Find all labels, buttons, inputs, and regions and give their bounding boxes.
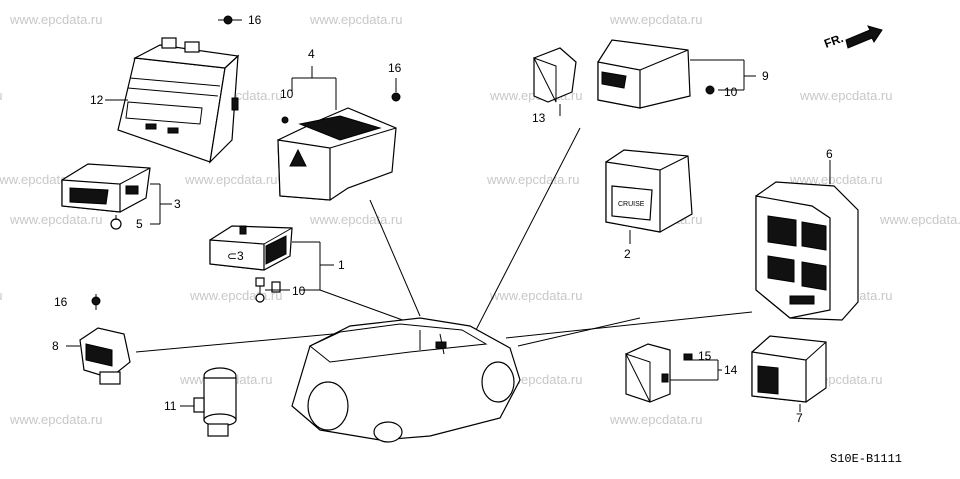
part-number: 9: [762, 69, 769, 83]
leader-lines: [475, 127, 753, 339]
part-9-switch: [597, 39, 756, 109]
part-6-window-switch: [755, 160, 859, 321]
direction-label: FR.: [822, 31, 845, 51]
watermark: www.epcdata.ru: [9, 412, 103, 427]
part-10-clips-group: [255, 277, 290, 303]
part-number: 13: [532, 111, 546, 125]
part-number: 8: [52, 339, 59, 353]
part-number: 16: [388, 61, 402, 75]
watermark: www.epcdata.ru: [184, 172, 278, 187]
watermark: www.epcdata.ru: [609, 12, 703, 27]
part-number: 2: [624, 247, 631, 261]
part-7-switch: [751, 335, 827, 412]
watermark: www.epcdata.ru: [879, 212, 960, 227]
part-number: 16: [248, 13, 262, 27]
part-3-switch: [61, 163, 172, 230]
part-4-hazard-switch: [277, 66, 421, 317]
watermark-layer: www.epcdata.ru www.epcdata.ru www.epcdat…: [0, 12, 960, 427]
part-12-switch-housing: [105, 37, 240, 164]
front-direction-icon: FR.: [822, 25, 883, 51]
watermark: www.epcdata.ru: [609, 412, 703, 427]
part-number: 10: [280, 87, 294, 101]
part-number: 7: [796, 411, 803, 425]
vehicle-outline: [291, 317, 521, 443]
part-number: 15: [698, 349, 712, 363]
part-number: 5: [136, 217, 143, 231]
part-number: 11: [164, 399, 177, 413]
watermark: www.epcdata.ru: [0, 88, 3, 103]
part-number: 10: [292, 284, 306, 298]
watermark: www.epcdata.ru: [9, 212, 103, 227]
part-number: 14: [724, 363, 738, 377]
part-number: 10: [724, 85, 738, 99]
screw-icon: [91, 294, 101, 310]
part-number: 16: [54, 295, 68, 309]
part-number: 4: [308, 47, 315, 61]
part-2-switch: CRUISE: [605, 149, 693, 244]
part-number: 3: [174, 197, 181, 211]
diagram-code: S10E-B1111: [830, 452, 902, 466]
part-1-symbol: ⊂3: [227, 249, 244, 263]
watermark: www.epcdata.ru: [0, 288, 3, 303]
part-numbers: 16 4 16 10 12 3 5 1 10 16 8 11 13 9 10 2…: [52, 13, 833, 425]
screw-icon: [218, 15, 242, 25]
part-1-switch: ⊂3: [209, 225, 409, 323]
part-number: 12: [90, 93, 104, 107]
part-11-switch: [180, 367, 237, 437]
watermark: www.epcdata.ru: [309, 212, 403, 227]
watermark: www.epcdata.ru: [799, 88, 893, 103]
part-14-cap: [517, 317, 722, 403]
watermark: www.epcdata.ru: [489, 288, 583, 303]
watermark: www.epcdata.ru: [789, 172, 883, 187]
part-13-cap: [532, 47, 577, 116]
part-2-label: CRUISE: [618, 201, 645, 208]
watermark: www.epcdata.ru: [486, 172, 580, 187]
watermark: www.epcdata.ru: [9, 12, 103, 27]
watermark: www.epcdata.ru: [309, 12, 403, 27]
part-number: 6: [826, 147, 833, 161]
screw-icon: [391, 78, 401, 102]
part-number: 1: [338, 258, 345, 272]
